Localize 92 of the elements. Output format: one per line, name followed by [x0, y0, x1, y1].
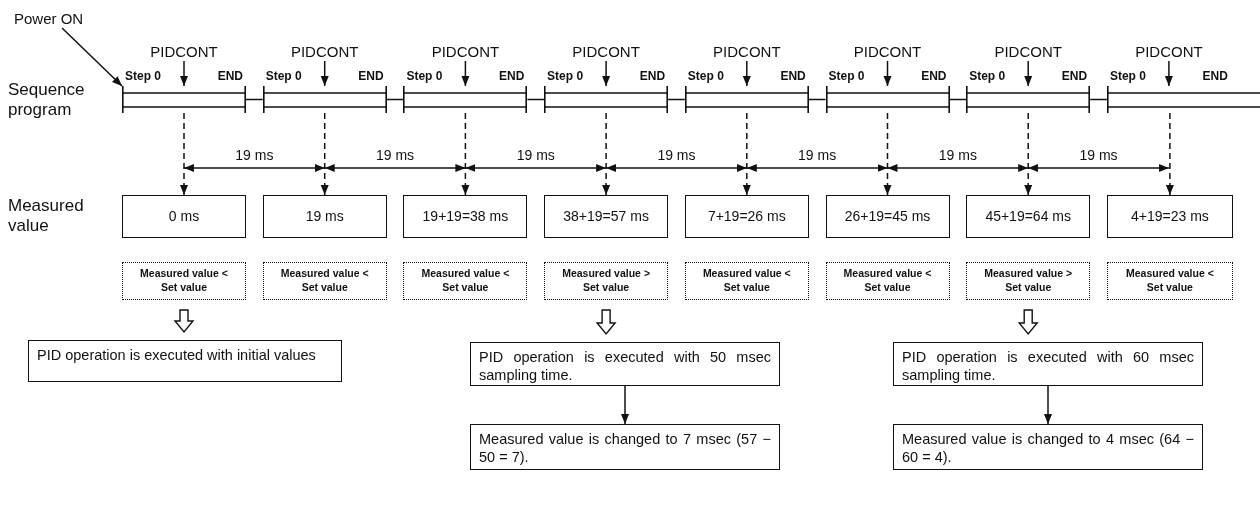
step-label: END [639, 69, 666, 83]
value-box: 26+19=45 ms [825, 195, 950, 238]
dashed-arrow [1165, 112, 1174, 196]
hollow-arrow [1017, 309, 1039, 336]
connector-line [385, 98, 405, 101]
dashed-arrow [180, 112, 188, 196]
step-label: END [1061, 69, 1088, 83]
value-box: 38+19=57 ms [544, 195, 669, 238]
instruction-label: PIDCONT [842, 43, 933, 61]
arrow [1044, 385, 1052, 425]
step-label: Step 0 [687, 69, 724, 83]
interval-label: 19 ms [657, 147, 696, 163]
annotation-text: Power ON [14, 10, 94, 28]
interval-label: 19 ms [938, 147, 977, 163]
dashed-arrow [461, 112, 470, 196]
arrow [320, 60, 329, 87]
connector-line [245, 98, 264, 101]
step-label: END [217, 69, 243, 83]
interval-label: 19 ms [798, 147, 837, 163]
arrow [602, 60, 611, 87]
value-box: 45+19=64 ms [966, 195, 1091, 238]
value-box: 19+19=38 ms [403, 195, 528, 238]
dashed-arrow [742, 112, 751, 196]
row-label: Sequence program [8, 80, 86, 120]
instruction-label: PIDCONT [420, 43, 511, 61]
value-box: 4+19=23 ms [1106, 195, 1233, 238]
comparison-box: Measured value < Set value [825, 262, 950, 300]
scan-bar [825, 86, 950, 113]
step-label: END [1202, 69, 1228, 83]
instruction-label: PIDCONT [279, 43, 370, 61]
arrow [461, 60, 470, 87]
step-label: Step 0 [406, 69, 443, 83]
comparison-box: Measured value < Set value [122, 262, 246, 300]
scan-bar [262, 86, 387, 113]
instruction-label: PIDCONT [561, 43, 652, 61]
scan-bar [122, 86, 246, 113]
connector-line [1089, 98, 1108, 101]
scan-bar [544, 86, 669, 113]
arrow [883, 60, 892, 87]
scan-bar [684, 86, 809, 113]
step-label: END [358, 69, 384, 83]
comparison-box: Measured value < Set value [684, 262, 809, 300]
connector-line [948, 98, 967, 101]
arrow [621, 385, 629, 425]
step-label: Step 0 [969, 69, 1006, 83]
interval-label: 19 ms [1079, 147, 1118, 163]
process-box: PID operation is executed with initial values [28, 340, 342, 382]
step-label: Step 0 [1109, 69, 1146, 83]
process-box: PID operation is executed with 50 msec sampling time. [470, 342, 780, 386]
process-box: Measured value is changed to 7 msec (57 − 50 = 7). [470, 424, 780, 470]
hollow-arrow [173, 309, 195, 334]
interval-label: 19 ms [235, 147, 274, 163]
value-box: 0 ms [122, 195, 246, 238]
instruction-label: PIDCONT [139, 43, 229, 61]
instruction-label: PIDCONT [701, 43, 792, 61]
instruction-label: PIDCONT [983, 43, 1074, 61]
connector-line [808, 98, 827, 101]
step-label: Step 0 [265, 69, 302, 83]
step-label: END [499, 69, 525, 83]
scan-bar [966, 86, 1091, 113]
process-box: PID operation is executed with 60 msec sampling time. [893, 342, 1203, 386]
step-label: Step 0 [125, 69, 161, 83]
arrow [742, 60, 751, 87]
interval-label: 19 ms [516, 147, 555, 163]
comparison-box: Measured value < Set value [262, 262, 387, 300]
value-box: 19 ms [262, 195, 387, 238]
value-box: 7+19=26 ms [684, 195, 809, 238]
hollow-arrow [595, 309, 617, 336]
scan-bar [403, 86, 528, 113]
connector-line [526, 98, 545, 101]
arrow [61, 27, 123, 87]
dashed-arrow [883, 112, 892, 196]
comparison-box: Measured value < Set value [403, 262, 528, 300]
scan-bar [1106, 86, 1260, 113]
dashed-arrow [1024, 112, 1033, 196]
instruction-label: PIDCONT [1123, 43, 1214, 61]
step-label: Step 0 [828, 69, 865, 83]
connector-line [667, 98, 686, 101]
arrow [1164, 60, 1173, 87]
dashed-arrow [602, 112, 611, 196]
arrow [180, 60, 188, 87]
arrow [1024, 60, 1033, 87]
row-label: Measured value [8, 196, 85, 236]
comparison-box: Measured value > Set value [966, 262, 1091, 300]
step-label: END [780, 69, 806, 83]
comparison-box: Measured value > Set value [544, 262, 669, 300]
process-box: Measured value is changed to 4 msec (64 − 60 = 4). [893, 424, 1203, 470]
dashed-arrow [320, 112, 329, 196]
interval-label: 19 ms [376, 147, 415, 163]
step-label: END [921, 69, 947, 83]
comparison-box: Measured value < Set value [1106, 262, 1233, 300]
step-label: Step 0 [547, 69, 584, 83]
